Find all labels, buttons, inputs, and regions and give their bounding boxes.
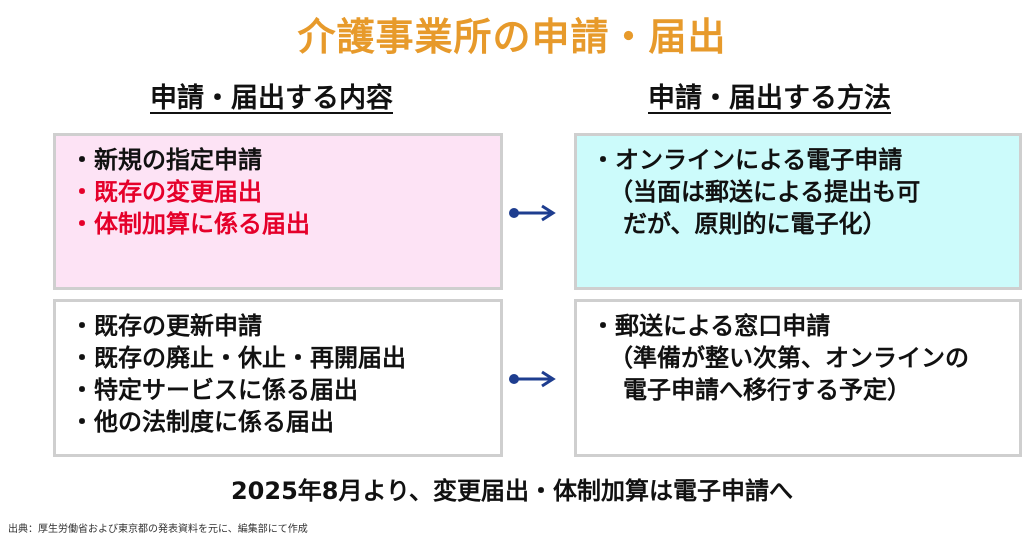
electronic-application-box: ・オンラインによる電子申請 （当面は郵送による提出も可 だが、原則的に電子化） bbox=[574, 133, 1022, 290]
list-item: ・新規の指定申請 bbox=[70, 146, 262, 174]
method-note-line: 電子申請へ移行する予定） bbox=[623, 376, 911, 404]
mail-application-box: ・郵送による窓口申請 （準備が整い次第、オンラインの 電子申請へ移行する予定） bbox=[574, 299, 1022, 457]
list-item: ・特定サービスに係る届出 bbox=[70, 376, 358, 404]
content-column-header: 申請・届出する内容 bbox=[150, 83, 393, 114]
method-note-line: （準備が整い次第、オンラインの bbox=[609, 344, 969, 372]
online-applications-box: ・新規の指定申請 ・既存の変更届出 ・体制加算に係る届出 bbox=[53, 133, 503, 290]
paper-applications-box: ・既存の更新申請 ・既存の廃止・休止・再開届出 ・特定サービスに係る届出 ・他の… bbox=[53, 299, 503, 457]
right-arrow-icon bbox=[509, 204, 556, 222]
method-line: ・オンラインによる電子申請 bbox=[591, 146, 903, 174]
list-item: ・既存の更新申請 bbox=[70, 312, 262, 340]
method-note-line: （当面は郵送による提出も可 bbox=[609, 178, 921, 206]
source-credit: 出典：厚生労働省および東京都の発表資料を元に、編集部にて作成 bbox=[8, 524, 308, 535]
list-item: ・他の法制度に係る届出 bbox=[70, 408, 334, 436]
list-item-highlighted: ・体制加算に係る届出 bbox=[70, 210, 310, 238]
summary-note: 2025年8月より、変更届出・体制加算は電子申請へ bbox=[230, 477, 794, 505]
method-note-line: だが、原則的に電子化） bbox=[623, 210, 887, 238]
list-item-highlighted: ・既存の変更届出 bbox=[70, 178, 262, 206]
right-arrow-icon bbox=[509, 370, 556, 388]
method-column-header: 申請・届出する方法 bbox=[648, 83, 891, 114]
list-item: ・既存の廃止・休止・再開届出 bbox=[70, 344, 406, 372]
page-title: 介護事業所の申請・届出 bbox=[297, 15, 727, 59]
method-line: ・郵送による窓口申請 bbox=[591, 312, 831, 340]
